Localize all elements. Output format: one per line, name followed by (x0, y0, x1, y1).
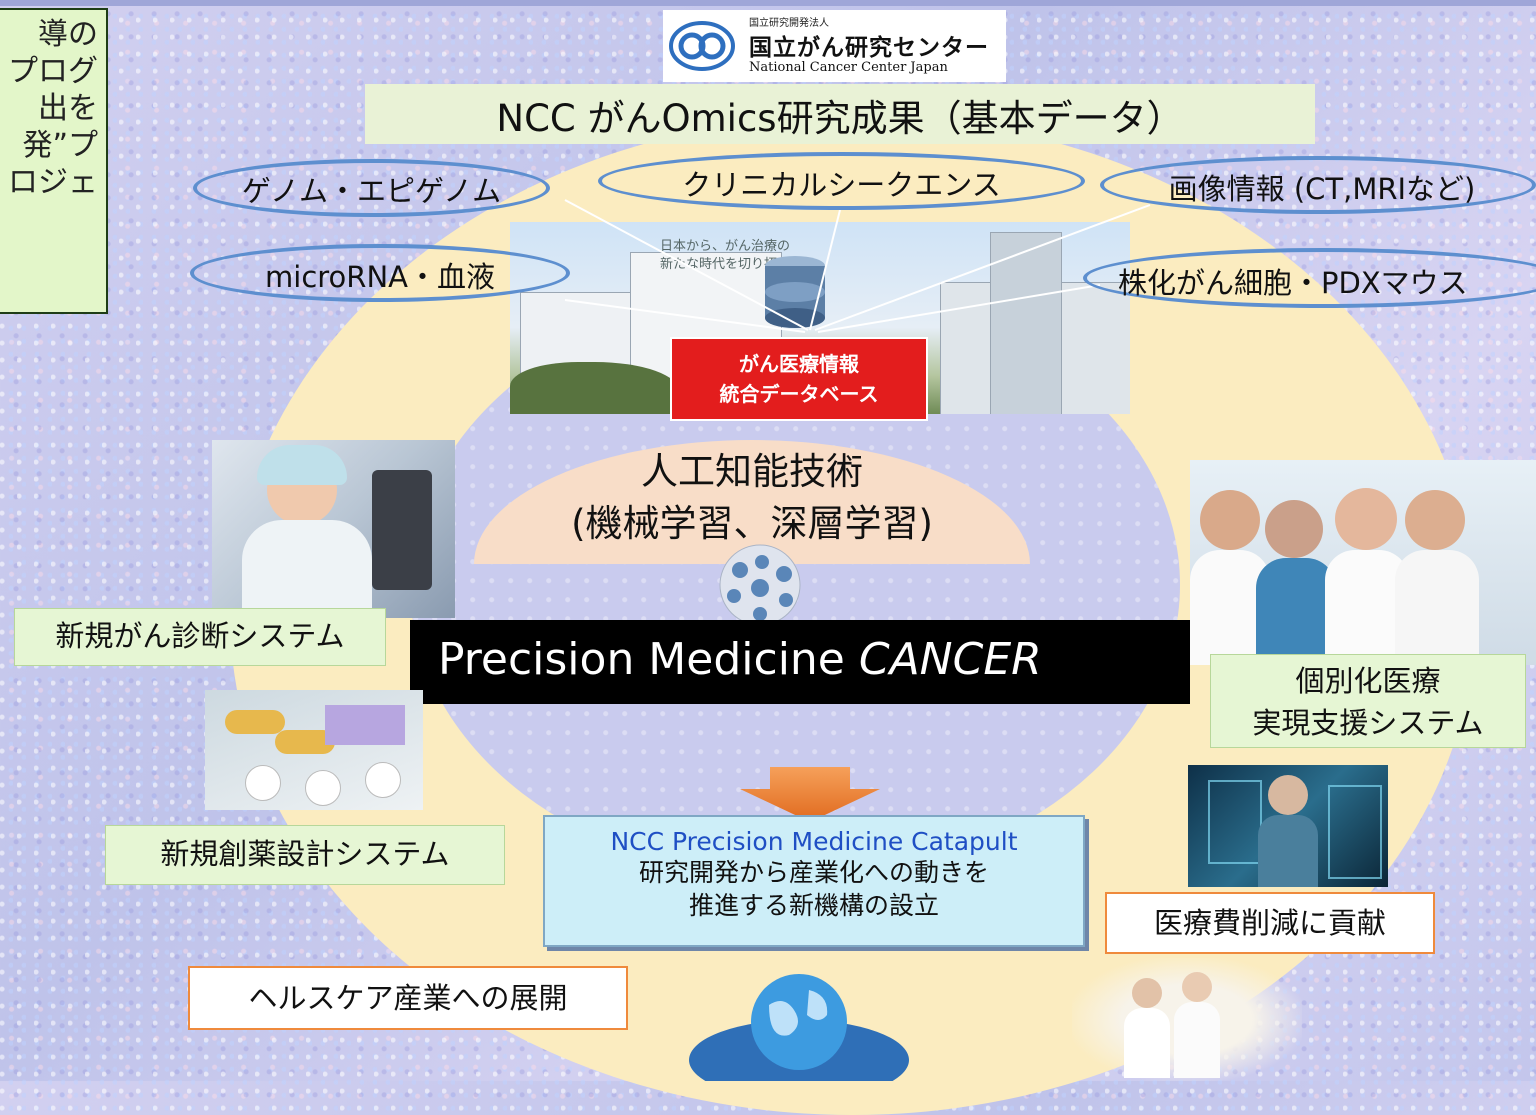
left-box-line: ロジェ (8, 165, 98, 200)
oval-microrna (190, 244, 570, 302)
left-box-line: 出を (38, 91, 98, 126)
logo-main-text: 国立がん研究センター (749, 35, 989, 61)
label-healthcare-industry: ヘルスケア産業への展開 (188, 966, 628, 1030)
left-box-line: プログ (8, 54, 98, 89)
ncc-logo: 国立研究開発法人 国立がん研究センター National Cancer Cent… (663, 10, 1006, 82)
ai-technology-label: 人工知能技術 (機械学習、深層学習) (474, 446, 1030, 550)
precision-italic: CANCER (858, 634, 1042, 685)
oval-genome (193, 159, 550, 217)
catapult-box: NCC Precision Medicine Catapult 研究開発から産業… (543, 815, 1085, 947)
label-clinical-sequence: クリニカルシークエンス (682, 168, 1001, 202)
title-background (365, 84, 1315, 144)
left-box-line: 発”プ (22, 128, 98, 163)
left-box-line: 導の (38, 17, 98, 52)
down-arrow-icon (740, 767, 880, 822)
personalized-line1: 個別化医療 (1295, 664, 1441, 698)
logo-english-text: National Cancer Center Japan (749, 60, 948, 75)
label-new-diagnosis-system: 新規がん診断システム (14, 608, 386, 666)
label-new-drug-design-system: 新規創薬設計システム (105, 825, 505, 885)
logo-small-text: 国立研究開発法人 (749, 18, 829, 29)
personalized-line2: 実現支援システム (1252, 706, 1484, 740)
database-line1: がん医療情報 (739, 352, 859, 376)
database-icon (765, 256, 825, 328)
label-imaging: 画像情報 (CT,MRIなど) (1168, 172, 1476, 206)
label-cell-lines: 株化がん細胞・PDXマウス (1118, 266, 1468, 300)
label-genome: ゲノム・エピゲノム (241, 174, 502, 208)
hospital-caption-line1: 日本から、がん治療の (660, 239, 791, 254)
integrated-database-label: がん医療情報 統合データベース (670, 337, 928, 421)
precision-medicine-banner: Precision Medicine CANCER (410, 620, 1190, 704)
earth-in-hands-icon (689, 974, 909, 1081)
label-cost-reduction: 医療費削減に貢献 (1105, 892, 1435, 954)
database-line2: 統合データベース (719, 382, 879, 406)
label-personalized-medicine-system: 個別化医療 実現支援システム (1210, 654, 1526, 748)
top-border-strip (0, 0, 1536, 6)
ai-line1: 人工知能技術 (641, 450, 863, 493)
lab-researcher-photo (212, 440, 455, 618)
medicine-pills-photo (205, 690, 423, 810)
family-photo (1072, 958, 1302, 1081)
precision-main: Precision Medicine (438, 634, 859, 685)
catapult-line3: 推進する新機構の設立 (688, 891, 939, 920)
catapult-line2: 研究開発から産業化への動きを (638, 858, 989, 887)
left-description-box: 導の プログ 出を 発”プ ロジェ (0, 8, 108, 314)
oval-cell-lines (1083, 248, 1536, 308)
ai-line2: (機械学習、深層学習) (571, 502, 933, 545)
oval-imaging (1100, 156, 1536, 214)
ncc-emblem-icon (669, 21, 735, 71)
medical-staff-photo (1190, 460, 1536, 665)
diagram-title: NCC がんOmics研究成果（基本データ） (496, 97, 1184, 140)
network-globe-icon (719, 544, 801, 626)
medical-tech-photo (1188, 765, 1388, 887)
connector-lines (564, 199, 1151, 333)
label-microrna: microRNA・血液 (265, 260, 495, 294)
catapult-title: NCC Precision Medicine Catapult (610, 827, 1018, 856)
oval-clinical-sequence (598, 152, 1085, 210)
